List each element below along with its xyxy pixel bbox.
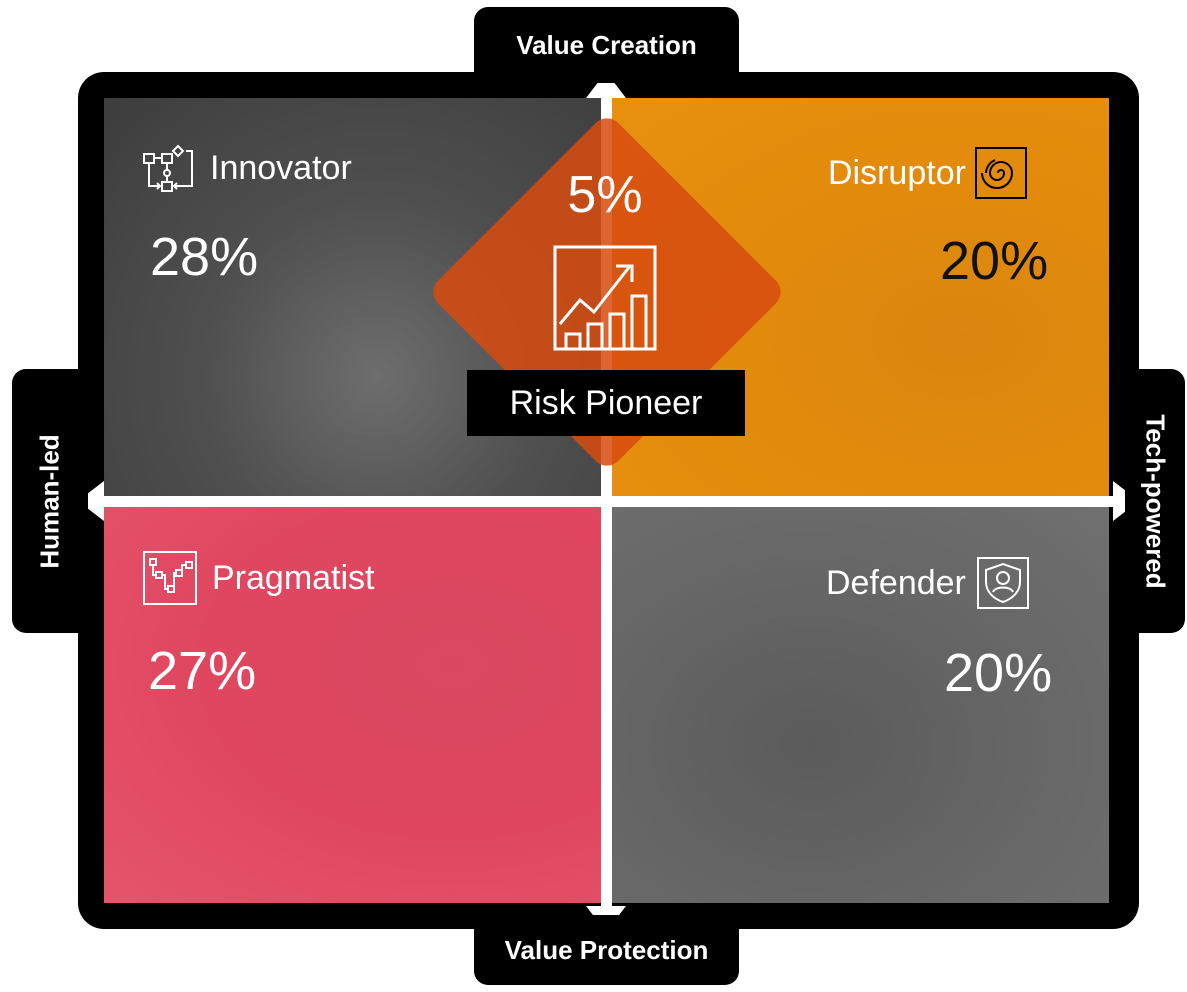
shield-person-icon xyxy=(976,556,1030,610)
growth-chart-icon xyxy=(552,244,658,352)
spiral-icon xyxy=(974,146,1028,200)
pragmatist-percent: 27% xyxy=(148,641,257,701)
defender-label: Defender xyxy=(826,556,1030,610)
innovator-percent: 28% xyxy=(150,227,259,287)
axis-label-bottom: Value Protection xyxy=(474,915,739,985)
defender-title: Defender xyxy=(826,563,966,602)
risk-pioneer-label: Risk Pioneer xyxy=(467,370,745,436)
process-flow-icon xyxy=(140,142,200,194)
axis-left-text: Human-led xyxy=(34,433,65,569)
axis-right-text: Tech-powered xyxy=(1140,413,1171,589)
axis-label-left: Human-led xyxy=(12,369,88,633)
disruptor-label: Disruptor xyxy=(828,146,1028,200)
vertical-axis xyxy=(601,82,612,918)
disruptor-title: Disruptor xyxy=(828,153,966,192)
innovator-title: Innovator xyxy=(210,148,352,187)
risk-pioneer-percent: 5% xyxy=(567,166,643,224)
axis-top-text: Value Creation xyxy=(516,29,697,60)
defender-percent: 20% xyxy=(944,643,1053,703)
quadrant-defender xyxy=(612,507,1109,903)
quadrant-pragmatist xyxy=(104,507,601,903)
pragmatist-title: Pragmatist xyxy=(212,558,375,597)
axis-label-right: Tech-powered xyxy=(1125,369,1185,633)
axis-label-top: Value Creation xyxy=(474,7,739,83)
disruptor-percent: 20% xyxy=(940,231,1049,291)
innovator-label: Innovator xyxy=(140,142,352,194)
axis-bottom-text: Value Protection xyxy=(504,934,709,965)
step-chart-icon xyxy=(142,550,198,606)
pragmatist-label: Pragmatist xyxy=(142,550,375,606)
